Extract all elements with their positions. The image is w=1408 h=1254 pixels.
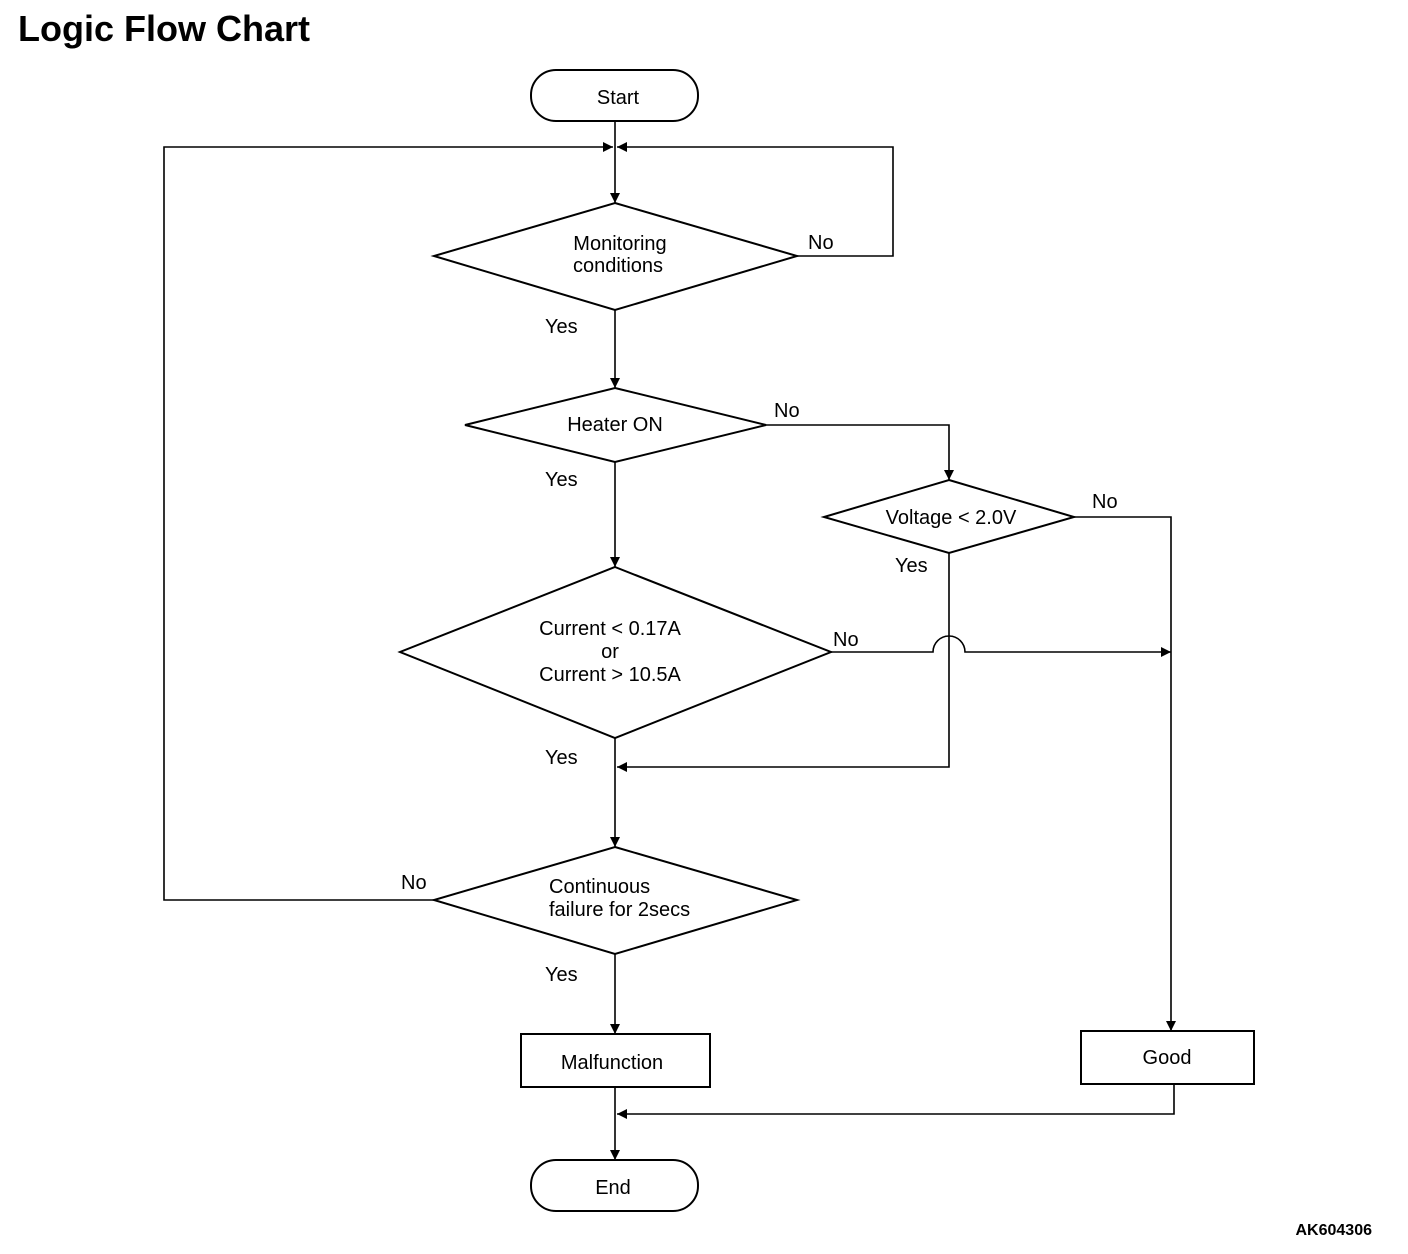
malfunction-box <box>520 1033 711 1088</box>
malfunction-label: Malfunction <box>561 1052 663 1074</box>
continuous-no-label: No <box>401 872 427 894</box>
flow-monitoring-no-loop <box>617 142 894 257</box>
heater-label: Heater ON <box>567 414 663 436</box>
current-yes-label: Yes <box>545 747 578 769</box>
flow-good-to-end <box>617 1084 1175 1119</box>
good-box <box>1080 1030 1255 1085</box>
continuous-label-line1: Continuous <box>549 876 650 898</box>
current-label-line3: Current > 10.5A <box>539 664 681 686</box>
flow-heater-no <box>766 424 954 480</box>
flow-continuous-no-loop <box>163 142 613 901</box>
good-label: Good <box>1143 1047 1192 1069</box>
current-label-line2: or <box>601 641 619 663</box>
continuous-yes-label: Yes <box>545 964 578 986</box>
voltage-yes-label: Yes <box>895 555 928 577</box>
continuous-label-line2: failure for 2secs <box>549 899 690 921</box>
end-terminal <box>530 1159 699 1212</box>
start-label: Start <box>597 87 640 109</box>
voltage-no-label: No <box>1092 491 1118 513</box>
page-title: Logic Flow Chart <box>18 8 310 49</box>
monitoring-label-line2: conditions <box>573 255 663 277</box>
voltage-label: Voltage < 2.0V <box>886 507 1017 529</box>
figure-id: AK604306 <box>1295 1222 1373 1239</box>
heater-no-label: No <box>774 400 800 422</box>
flow-current-no <box>831 635 1171 657</box>
current-no-label: No <box>833 629 859 651</box>
current-label-line1: Current < 0.17A <box>539 618 681 640</box>
monitoring-no-label: No <box>808 232 834 254</box>
heater-yes-label: Yes <box>545 469 578 491</box>
flow-voltage-no <box>1074 516 1176 1031</box>
end-label: End <box>595 1177 631 1199</box>
flow-voltage-yes <box>617 553 950 772</box>
monitoring-yes-label: Yes <box>545 316 578 338</box>
monitoring-label-line1: Monitoring <box>573 233 666 255</box>
